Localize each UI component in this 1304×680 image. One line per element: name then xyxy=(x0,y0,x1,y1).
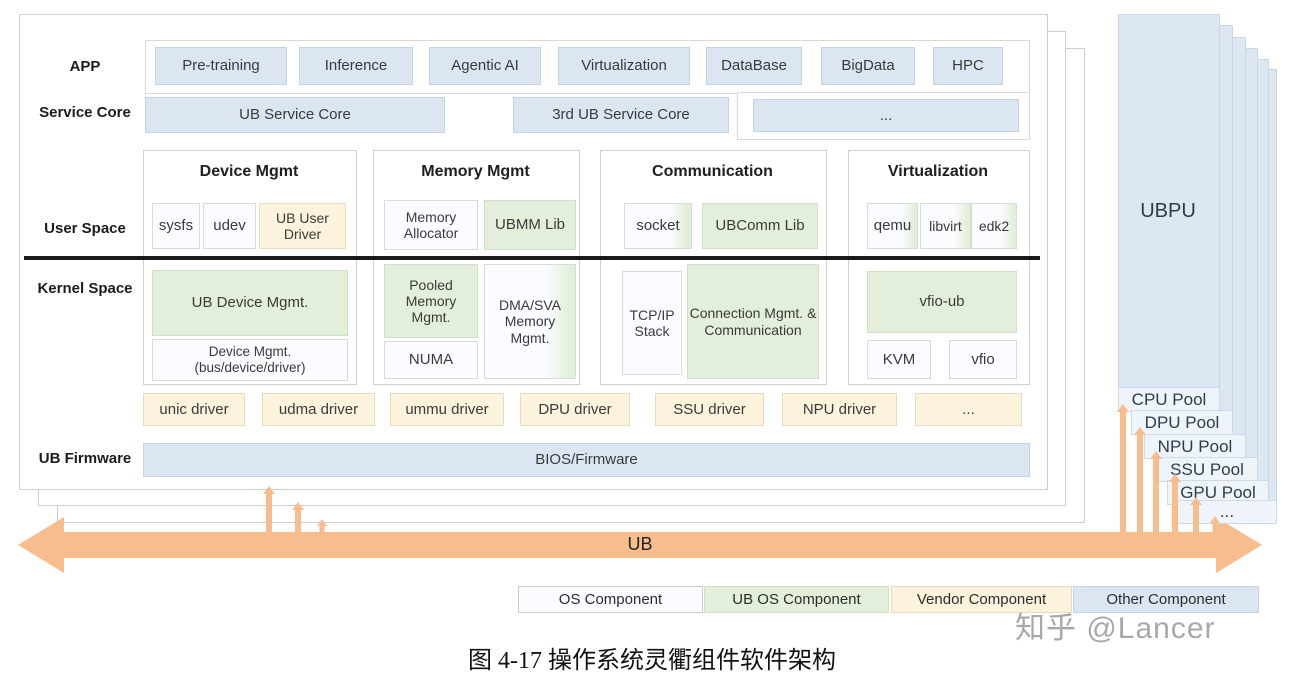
user-chip-edk2: edk2 xyxy=(971,203,1017,249)
driver-chip-more: ... xyxy=(915,393,1022,426)
kernel-chip-vfio: vfio xyxy=(949,340,1017,379)
ubpu-label: UBPU xyxy=(1140,200,1196,222)
driver-chip: DPU driver xyxy=(520,393,630,426)
ub-bus-label: UB xyxy=(627,534,653,554)
pool-link-arrow-ssu xyxy=(1168,474,1181,540)
driver-chip: unic driver xyxy=(143,393,245,426)
kernel-chip-dma-sva: DMA/SVA Memory Mgmt. xyxy=(484,264,576,379)
user-chip-ubmm-lib: UBMM Lib xyxy=(484,200,576,250)
column-title-virt: Virtualization xyxy=(887,163,989,180)
service-chip-more: ... xyxy=(753,99,1019,132)
kernel-chip-connection-mgmt: Connection Mgmt. & Communication xyxy=(687,264,819,379)
pool-label-cpu: CPU Pool xyxy=(1118,387,1220,412)
user-chip-socket: socket xyxy=(624,203,692,249)
kernel-chip-tcpip-stack: TCP/IP Stack xyxy=(622,271,682,375)
kernel-chip-ub-device-mgmt: UB Device Mgmt. xyxy=(152,270,348,336)
ub-arrowhead-right xyxy=(1216,517,1262,573)
os-link-arrow xyxy=(317,519,327,540)
row-label-app: APP xyxy=(69,58,101,75)
app-chip: HPC xyxy=(933,47,1003,85)
row-label-service-core: Service Core xyxy=(39,104,131,121)
service-chip-ub-service-core: UB Service Core xyxy=(145,97,445,133)
kernel-chip-pooled-memory: Pooled Memory Mgmt. xyxy=(384,264,478,338)
pool-link-arrow-cpu xyxy=(1116,404,1129,540)
user-chip-libvirt: libvirt xyxy=(920,203,971,249)
pool-link-arrow-gpu xyxy=(1189,497,1202,540)
pool-label-npu: NPU Pool xyxy=(1144,434,1246,459)
kernel-chip-device-mgmt-bus: Device Mgmt. (bus/device/driver) xyxy=(152,339,348,381)
bios-firmware-bar: BIOS/Firmware xyxy=(143,443,1030,477)
user-kernel-divider xyxy=(24,256,1040,260)
row-label-kernel-space: Kernel Space xyxy=(37,280,133,297)
user-chip-qemu: qemu xyxy=(867,203,918,249)
user-chip-ub-user-driver: UB User Driver xyxy=(259,203,346,249)
pool-label-dpu: DPU Pool xyxy=(1131,410,1233,435)
os-link-arrow xyxy=(291,502,304,540)
row-label-ub-firmware: UB Firmware xyxy=(38,450,132,467)
legend-other-component: Other Component xyxy=(1073,586,1259,613)
column-title-device: Device Mgmt xyxy=(199,163,299,180)
pool-link-arrow-npu xyxy=(1149,451,1162,540)
app-chip: DataBase xyxy=(706,47,802,85)
app-chip: Pre-training xyxy=(155,47,287,85)
driver-chip: SSU driver xyxy=(655,393,764,426)
row-label-user-space: User Space xyxy=(44,220,126,237)
ub-bus-arrow: UB xyxy=(18,517,1262,573)
driver-chip: ummu driver xyxy=(390,393,504,426)
legend-vendor-component: Vendor Component xyxy=(891,586,1072,613)
ubpu-card-1 xyxy=(1118,14,1220,412)
legend-ub-os-component: UB OS Component xyxy=(704,586,889,613)
app-chip: Inference xyxy=(299,47,413,85)
os-link-arrow xyxy=(262,486,275,540)
driver-chip: udma driver xyxy=(262,393,375,426)
figure-caption: 图 4-17 操作系统灵衢组件软件架构 xyxy=(468,648,836,674)
column-title-memory: Memory Mgmt xyxy=(421,163,530,180)
user-chip-sysfs: sysfs xyxy=(152,203,200,249)
legend-os-component: OS Component xyxy=(518,586,703,613)
column-title-comm: Communication xyxy=(652,163,773,180)
pool-link-arrow-more xyxy=(1210,516,1220,540)
app-chip: Virtualization xyxy=(558,47,690,85)
ub-arrow-body xyxy=(62,532,1218,558)
kernel-chip-kvm: KVM xyxy=(867,340,931,379)
driver-chip: NPU driver xyxy=(782,393,897,426)
kernel-chip-numa: NUMA xyxy=(384,341,478,379)
user-chip-udev: udev xyxy=(203,203,256,249)
app-chip: Agentic AI xyxy=(429,47,541,85)
app-chip: BigData xyxy=(821,47,915,85)
pool-link-arrow-dpu xyxy=(1133,427,1146,540)
user-chip-memory-allocator: Memory Allocator xyxy=(384,200,478,250)
ub-arrowhead-left xyxy=(18,517,64,573)
user-chip-ubcomm-lib: UBComm Lib xyxy=(702,203,818,249)
service-chip-3rd-ub-service-core: 3rd UB Service Core xyxy=(513,97,729,133)
kernel-chip-vfio-ub: vfio-ub xyxy=(867,271,1017,333)
watermark: 知乎 @Lancer xyxy=(1015,612,1216,645)
